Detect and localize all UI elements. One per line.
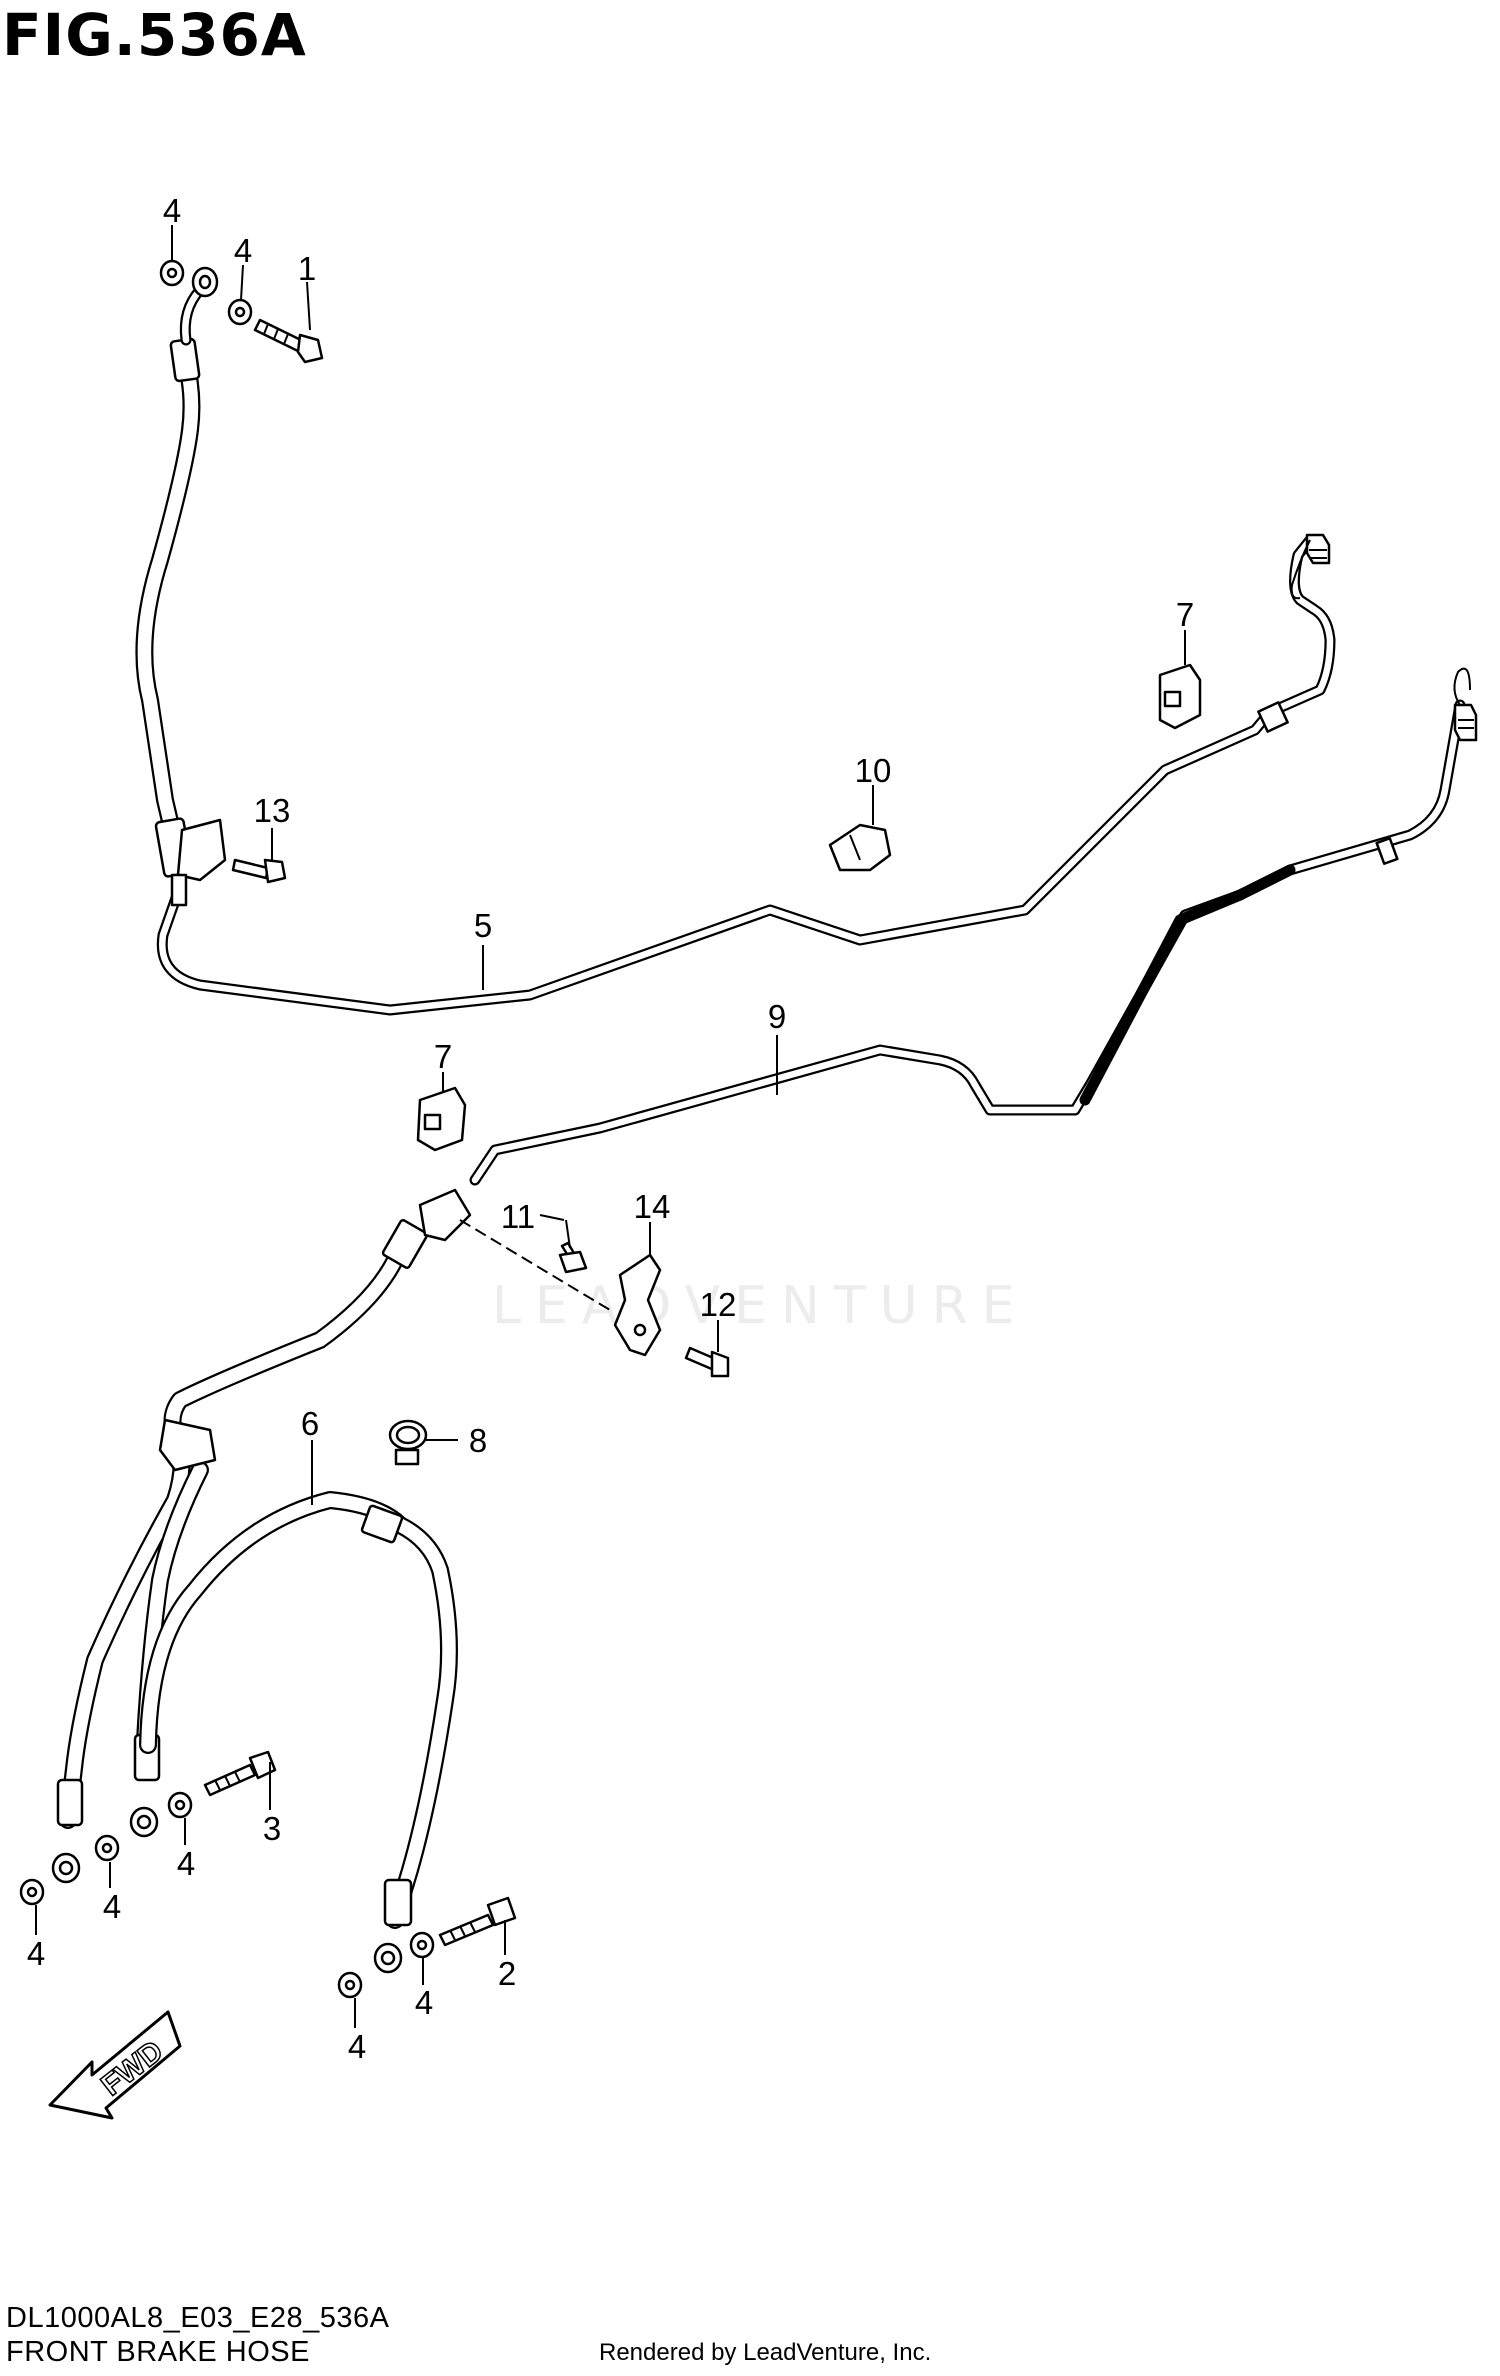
- diagram-code: DL1000AL8_E03_E28_536A: [6, 2302, 390, 2334]
- washer-4[interactable]: [19, 259, 435, 1999]
- brake-pipe-right[interactable]: [469, 667, 1478, 1186]
- bolt-11[interactable]: [558, 1241, 588, 1274]
- callout-1: 1: [298, 250, 316, 287]
- leader-lines: [35, 225, 1186, 2028]
- callout-7a: 7: [1176, 596, 1194, 633]
- clamp-7-lower[interactable]: [416, 1086, 467, 1152]
- callout-4a: 4: [163, 192, 181, 229]
- rendered-by-credit: Rendered by LeadVenture, Inc.: [599, 2339, 932, 2366]
- bolt-3[interactable]: [203, 1750, 277, 1797]
- clamp-8[interactable]: [388, 1419, 428, 1466]
- callout-4b: 4: [234, 232, 252, 269]
- leadventure-watermark: LEADVENTURE: [492, 1276, 1029, 1336]
- callout-4c: 4: [27, 1935, 45, 1972]
- callout-7b: 7: [434, 1038, 452, 1075]
- callout-8: 8: [469, 1422, 487, 1459]
- callout-9: 9: [768, 998, 786, 1035]
- bracket-14[interactable]: [459, 1219, 662, 1357]
- callout-14: 14: [634, 1188, 671, 1225]
- callout-4f: 4: [348, 2028, 366, 2065]
- lower-brake-hose-left[interactable]: [51, 1188, 472, 1884]
- bolt-13[interactable]: [231, 858, 287, 884]
- callout-6: 6: [301, 1405, 319, 1442]
- upper-brake-hose[interactable]: [135, 266, 227, 907]
- brake-hose-6[interactable]: [139, 1491, 458, 1974]
- bolt-2[interactable]: [438, 1896, 517, 1947]
- callout-3: 3: [263, 1810, 281, 1847]
- callout-4d: 4: [103, 1888, 121, 1925]
- bolt-1[interactable]: [253, 318, 324, 364]
- figure-title: FIG.536A: [2, 1, 307, 69]
- callout-12: 12: [700, 1286, 737, 1323]
- section-name: FRONT BRAKE HOSE: [6, 2336, 310, 2368]
- clamp-7-upper[interactable]: [1158, 663, 1202, 730]
- callout-11: 11: [501, 1198, 535, 1235]
- callout-10: 10: [855, 752, 892, 789]
- brake-pipe-5[interactable]: [156, 533, 1336, 1016]
- callout-4e: 4: [177, 1845, 195, 1882]
- callout-13: 13: [254, 792, 291, 829]
- callout-2: 2: [498, 1955, 516, 1992]
- callout-labels: 1 2 3 4 4 4 4 4 4 4 4 5 6 7 7 8 9 10 11 …: [27, 192, 1194, 2065]
- fwd-arrow-icon: FWD: [48, 2010, 182, 2120]
- clip-10[interactable]: [828, 823, 892, 872]
- callout-4g: 4: [415, 1984, 433, 2021]
- brake-pipe-9[interactable]: [1079, 864, 1296, 1106]
- callout-5: 5: [474, 907, 492, 944]
- bolt-12[interactable]: [684, 1346, 730, 1378]
